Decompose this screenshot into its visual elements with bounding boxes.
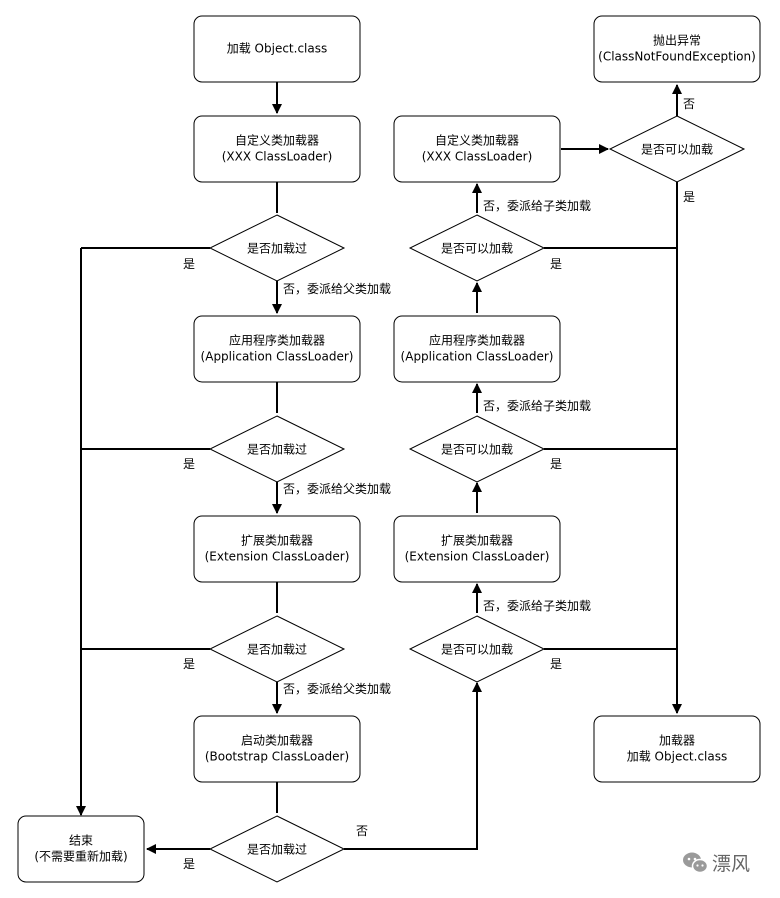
- node-custom-loader: 自定义类加载器 (XXX ClassLoader): [193, 115, 361, 183]
- decision-text: 是否可以加载: [641, 143, 713, 157]
- node-text-line1: 扩展类加载器: [241, 534, 313, 548]
- node-text-line2: (XXX ClassLoader): [422, 150, 533, 164]
- node-throw-exception: 抛出异常 (ClassNotFoundException): [593, 15, 761, 83]
- node-text-line1: 抛出异常: [653, 33, 701, 48]
- decision-text: 是否可以加载: [441, 643, 513, 657]
- node-text-line1: 启动类加载器: [241, 734, 313, 748]
- node-text-line1: 加载器: [659, 734, 695, 748]
- node-load-object: 加载 Object.class: [193, 15, 361, 83]
- node-text-line1: 自定义类加载器: [235, 133, 319, 148]
- decision-text: 是否可以加载: [441, 443, 513, 457]
- decision-loaded-2: 是否加载过: [208, 415, 346, 483]
- label-can-yes-2: 是: [550, 457, 562, 471]
- decision-loaded-3: 是否加载过: [208, 615, 346, 683]
- node-text: 加载 Object.class: [227, 42, 328, 56]
- label-can-yes-0: 是: [683, 190, 695, 204]
- label-delegate-parent-1: 否，委派给父类加载: [283, 282, 391, 296]
- node-text-line1: 扩展类加载器: [441, 534, 513, 548]
- label-delegate-child-1: 否，委派给子类加载: [483, 199, 591, 213]
- label-no-boot: 否: [356, 824, 368, 838]
- decision-can-load-3: 是否可以加载: [408, 615, 546, 683]
- decision-text: 是否加载过: [247, 242, 307, 256]
- edges: [76, 82, 682, 854]
- node-text-line2: (Extension ClassLoader): [205, 550, 350, 564]
- label-yes-4: 是: [183, 857, 195, 871]
- node-text-line1: 结束: [69, 834, 93, 848]
- label-no-exception: 否: [683, 97, 695, 111]
- node-custom-loader-right: 自定义类加载器 (XXX ClassLoader): [393, 115, 561, 183]
- label-yes-3: 是: [183, 657, 195, 671]
- node-text-line2: (Application ClassLoader): [201, 350, 354, 364]
- decision-text: 是否加载过: [247, 643, 307, 657]
- node-text-line2: (Bootstrap ClassLoader): [205, 750, 349, 764]
- node-end: 结束 (不需要重新加载): [17, 815, 145, 883]
- watermark: 漂风: [683, 852, 750, 875]
- label-can-yes-3: 是: [550, 657, 562, 671]
- decision-can-load-1: 是否可以加载: [408, 214, 546, 282]
- node-text-line2: (XXX ClassLoader): [222, 150, 333, 164]
- label-yes-1: 是: [183, 257, 195, 271]
- node-text-line1: 应用程序类加载器: [229, 333, 325, 348]
- node-text-line1: 自定义类加载器: [435, 133, 519, 148]
- decision-text: 是否加载过: [247, 843, 307, 857]
- decision-can-load-2: 是否可以加载: [408, 415, 546, 483]
- node-ext-loader-right: 扩展类加载器 (Extension ClassLoader): [393, 515, 561, 583]
- label-delegate-parent-3: 否，委派给父类加载: [283, 682, 391, 696]
- decision-can-load-0: 是否可以加载: [608, 115, 746, 183]
- node-app-loader-right: 应用程序类加载器 (Application ClassLoader): [393, 315, 561, 383]
- node-ext-loader: 扩展类加载器 (Extension ClassLoader): [193, 515, 361, 583]
- label-delegate-child-3: 否，委派给子类加载: [483, 599, 591, 613]
- edge-check4-no: [344, 682, 482, 850]
- wechat-icon: [683, 852, 709, 874]
- node-text-line2: (Extension ClassLoader): [405, 550, 550, 564]
- decision-loaded-1: 是否加载过: [208, 214, 346, 282]
- decision-text: 是否可以加载: [441, 242, 513, 256]
- node-app-loader: 应用程序类加载器 (Application ClassLoader): [193, 315, 361, 383]
- label-can-yes-1: 是: [550, 257, 562, 271]
- node-text-line1: 应用程序类加载器: [429, 333, 525, 348]
- label-yes-2: 是: [183, 457, 195, 471]
- label-delegate-child-2: 否，委派给子类加载: [483, 399, 591, 413]
- node-text-line2: (不需要重新加载): [34, 849, 127, 864]
- node-text-line2: 加载 Object.class: [627, 750, 728, 764]
- edge-labels: 否，委派给父类加载 否，委派给父类加载 否，委派给父类加载 是 是 是 是 否 …: [183, 97, 695, 871]
- label-delegate-parent-2: 否，委派给父类加载: [283, 482, 391, 496]
- decision-text: 是否加载过: [247, 443, 307, 457]
- node-boot-loader: 启动类加载器 (Bootstrap ClassLoader): [193, 715, 361, 783]
- watermark-text: 漂风: [712, 853, 750, 875]
- node-text-line2: (ClassNotFoundException): [598, 50, 756, 64]
- node-final-loader: 加载器 加载 Object.class: [593, 715, 761, 783]
- decision-loaded-4: 是否加载过: [208, 815, 346, 883]
- node-text-line2: (Application ClassLoader): [401, 350, 554, 364]
